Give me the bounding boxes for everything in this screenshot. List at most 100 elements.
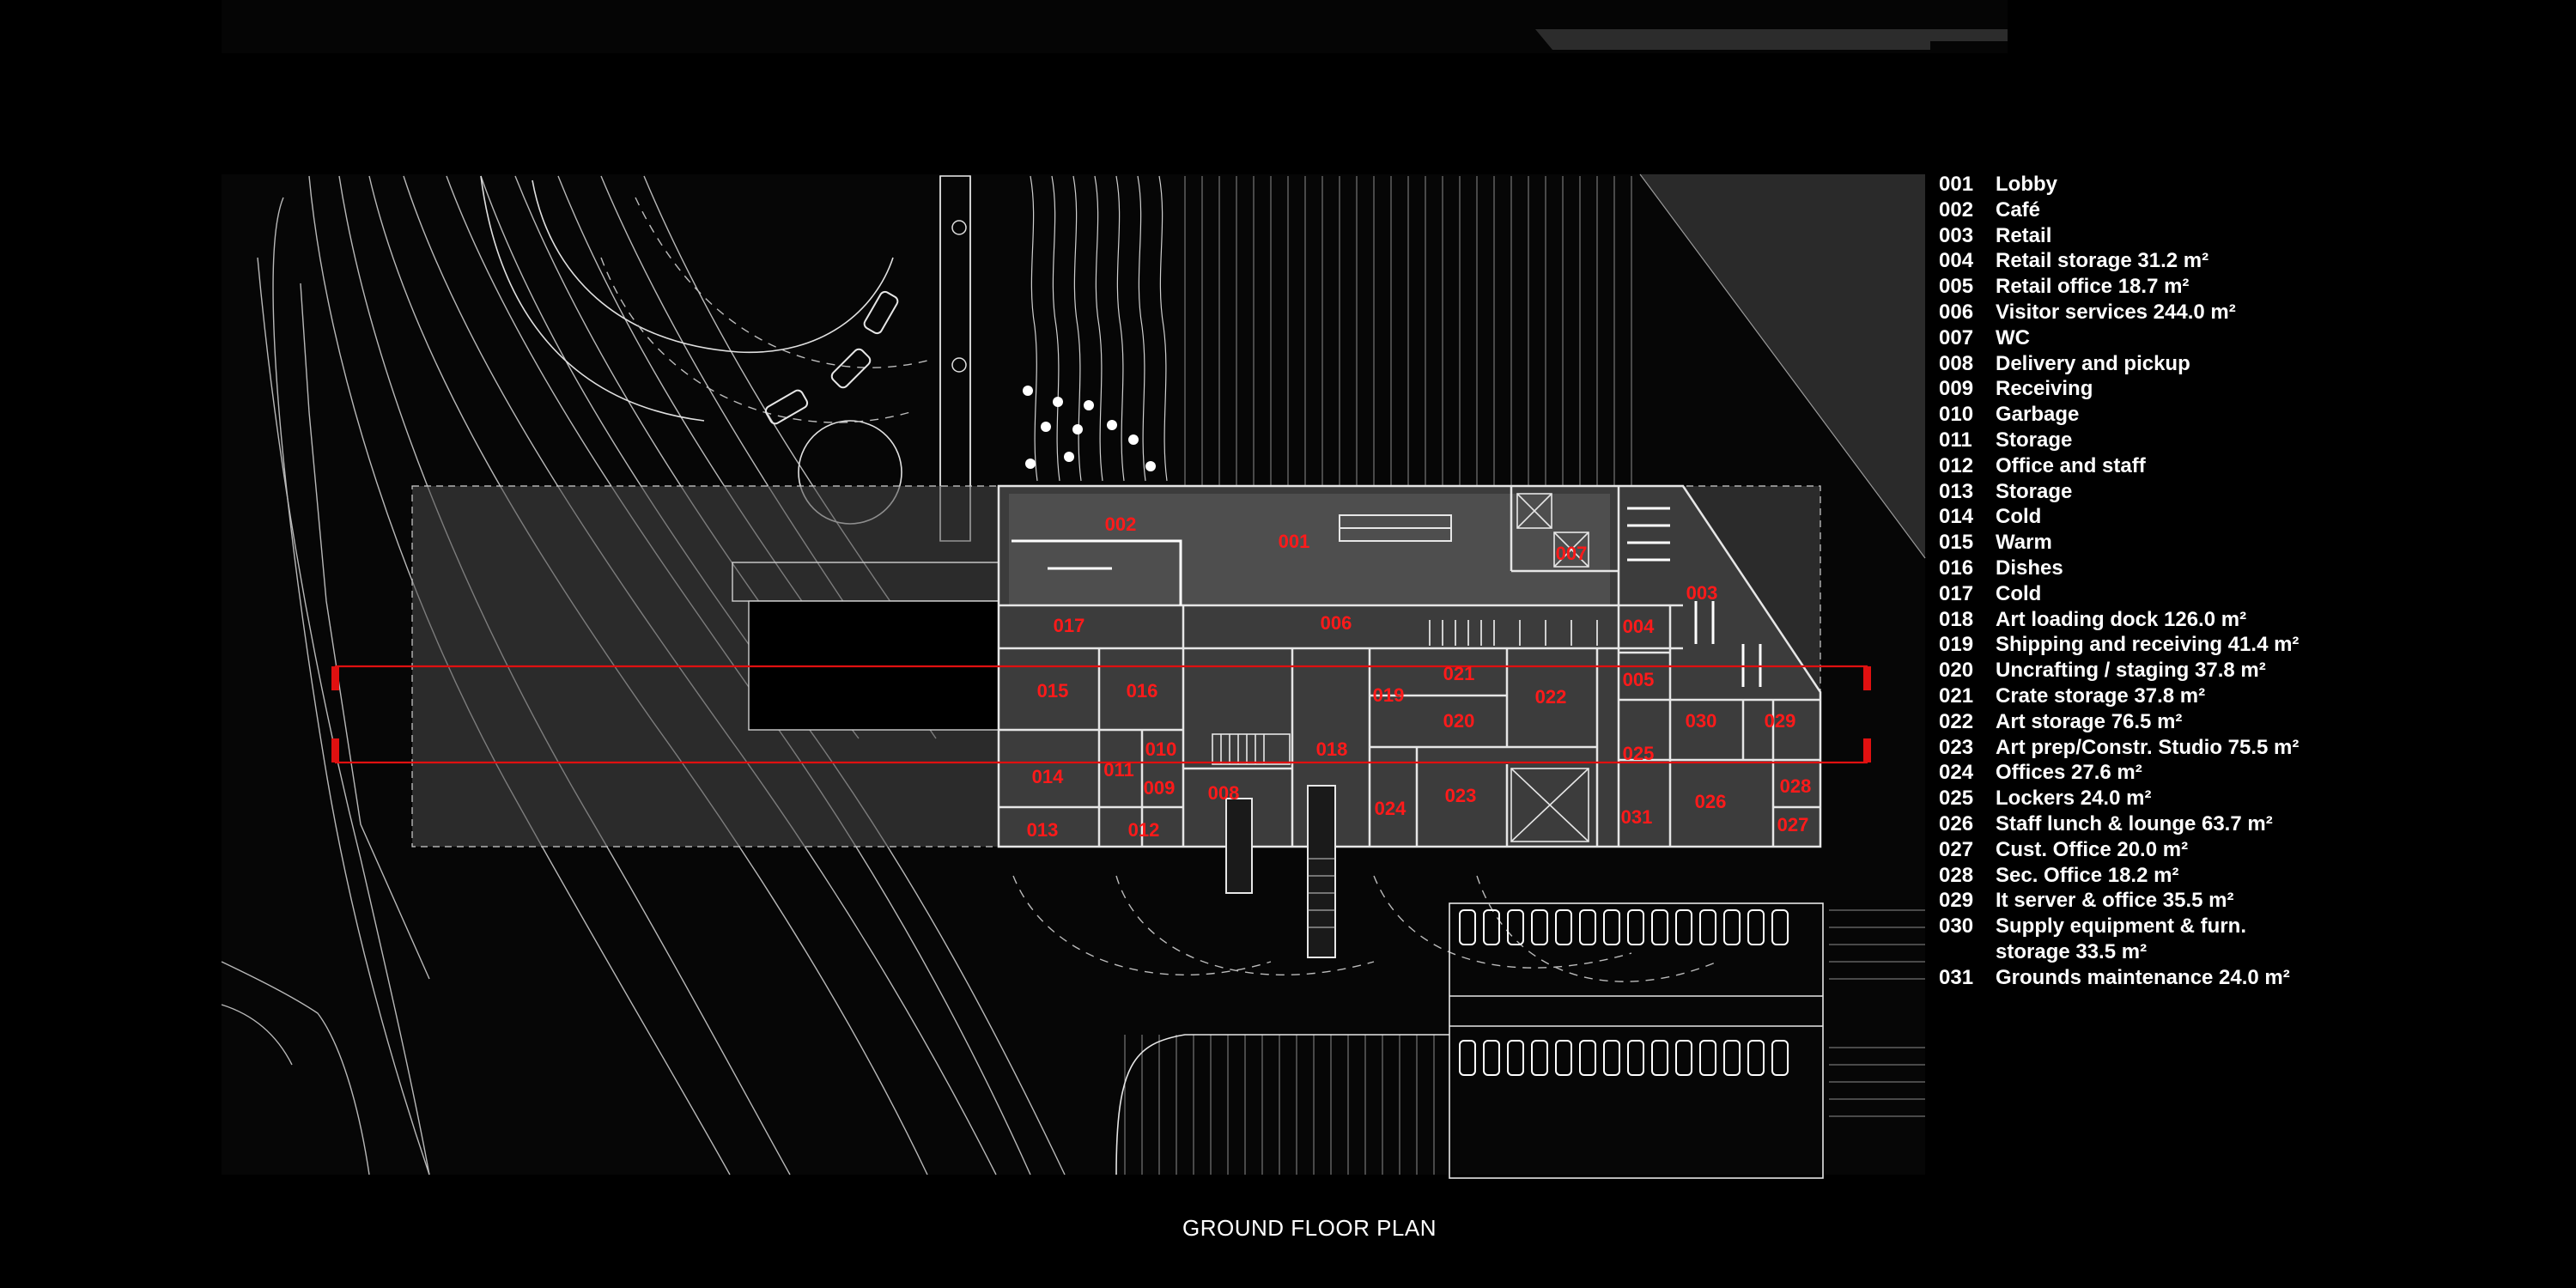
room-label-015: 015 [1037, 680, 1069, 702]
lower-hatching [1124, 909, 1925, 1175]
room-label-001: 001 [1279, 531, 1310, 552]
legend-label: Lobby [1996, 173, 2057, 196]
room-label-021: 021 [1443, 663, 1475, 684]
room-label-020: 020 [1443, 710, 1475, 732]
legend-code: 009 [1939, 377, 1974, 401]
delivery-trucks [1225, 785, 1336, 958]
room-label-008: 008 [1208, 782, 1240, 804]
legend-row: 018 Art loading dock 126.0 m² [1939, 607, 2420, 633]
legend-row: 009 Receiving [1939, 376, 2420, 402]
legend-code: 008 [1939, 351, 1974, 375]
room-label-013: 013 [1027, 819, 1059, 841]
legend-code: 031 [1939, 965, 1974, 989]
legend-row: 023 Art prep/Constr. Studio 75.5 m² [1939, 735, 2420, 761]
site-dashed-curves [600, 197, 1718, 982]
room-label-006: 006 [1321, 612, 1352, 634]
legend-code: 016 [1939, 556, 1974, 580]
legend-row: 031 Grounds maintenance 24.0 m² [1939, 965, 2420, 991]
legend-row: 029 It server & office 35.5 m² [1939, 888, 2420, 914]
legend-label: Lockers 24.0 m² [1996, 787, 2152, 811]
loading-dock-grates [1429, 620, 1598, 646]
legend-label: Retail office 18.7 m² [1996, 275, 2190, 299]
legend-code: 006 [1939, 300, 1974, 324]
legend-label: Staff lunch & lounge 63.7 m² [1996, 811, 2273, 835]
interior-walls [999, 486, 1820, 847]
legend-label: Sec. Office 18.2 m² [1996, 863, 2179, 887]
plan-title: GROUND FLOOR PLAN [1182, 1215, 1437, 1241]
legend-row: 013 Storage [1939, 479, 2420, 505]
lobby-escalator [1339, 514, 1452, 542]
legend-label: Visitor services 244.0 m² [1996, 300, 2236, 324]
legend-label: Art storage 76.5 m² [1996, 709, 2183, 733]
legend-label: Cust. Office 20.0 m² [1996, 837, 2189, 861]
room-label-010: 010 [1145, 738, 1177, 760]
legend-code: 003 [1939, 223, 1974, 247]
cafe-counter [1012, 539, 1182, 605]
legend-code: 010 [1939, 403, 1974, 427]
legend-label: Cold [1996, 581, 2042, 605]
legend-row: 021 Crate storage 37.8 m² [1939, 683, 2420, 709]
room-label-014: 014 [1032, 766, 1064, 787]
legend-code: 013 [1939, 479, 1974, 503]
room-label-004: 004 [1623, 616, 1655, 637]
legend-code: 029 [1939, 889, 1974, 913]
legend-code: 021 [1939, 683, 1974, 708]
room-label-005: 005 [1623, 669, 1655, 690]
legend-label: Storage [1996, 479, 2073, 503]
legend-code: 019 [1939, 633, 1974, 657]
legend-code: 014 [1939, 505, 1974, 529]
tree-symbols [951, 220, 967, 373]
legend-code: 024 [1939, 761, 1974, 785]
legend-code: 026 [1939, 811, 1974, 835]
legend-code: 007 [1939, 325, 1974, 349]
room-label-030: 030 [1686, 710, 1717, 732]
room-label-024: 024 [1375, 798, 1406, 819]
legend-code: 028 [1939, 863, 1974, 887]
legend-row: 003 Retail [1939, 223, 2420, 249]
legend-code: 018 [1939, 607, 1974, 631]
legend-code: 027 [1939, 837, 1974, 861]
legend-label: Supply equipment & furn. storage 33.5 m² [1996, 914, 2246, 963]
legend-label: Grounds maintenance 24.0 m² [1996, 965, 2290, 989]
legend-label: Storage [1996, 428, 2073, 452]
legend-label: Retail [1996, 223, 2052, 247]
room-label-009: 009 [1144, 777, 1176, 799]
room-label-031: 031 [1621, 806, 1653, 828]
room-label-012: 012 [1128, 819, 1160, 841]
legend-code: 015 [1939, 531, 1974, 555]
legend-label: It server & office 35.5 m² [1996, 889, 2234, 913]
legend-label: Office and staff [1996, 453, 2146, 477]
legend-code: 023 [1939, 735, 1974, 759]
legend-row: 006 Visitor services 244.0 m² [1939, 300, 2420, 325]
field-hatching [1184, 176, 1632, 485]
water-lines [1030, 175, 1168, 482]
room-label-025: 025 [1623, 743, 1655, 764]
parked-cars-lower [1459, 909, 1789, 1076]
legend-label: Art prep/Constr. Studio 75.5 m² [1996, 735, 2300, 759]
legend-label: Crate storage 37.8 m² [1996, 683, 2206, 708]
truck-hatch [1308, 858, 1335, 928]
legend-label: Cold [1996, 505, 2042, 529]
room-label-018: 018 [1316, 738, 1348, 760]
legend-row: 028 Sec. Office 18.2 m² [1939, 863, 2420, 889]
legend-row: 026 Staff lunch & lounge 63.7 m² [1939, 811, 2420, 837]
stair-016 [1212, 733, 1291, 765]
legend-row: 014 Cold [1939, 504, 2420, 530]
legend-label: Art loading dock 126.0 m² [1996, 607, 2247, 631]
room-label-028: 028 [1780, 775, 1812, 797]
room-label-022: 022 [1535, 686, 1567, 708]
room-label-007: 007 [1556, 543, 1588, 564]
legend-label: Offices 27.6 m² [1996, 761, 2142, 785]
legend-label: Delivery and pickup [1996, 351, 2190, 375]
legend-label: Receiving [1996, 377, 2093, 401]
